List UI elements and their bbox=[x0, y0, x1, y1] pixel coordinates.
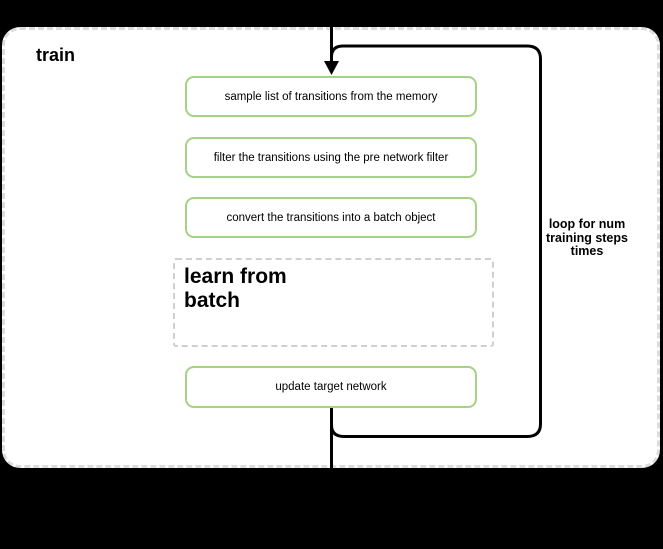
activity-box-filter-transitions: filter the transitions using the pre net… bbox=[185, 137, 477, 178]
partition-title: train bbox=[36, 45, 76, 65]
activity-box-sample-transitions: sample list of transitions from the memo… bbox=[185, 76, 477, 117]
learn-from-batch-group: learn from batch bbox=[173, 258, 494, 347]
activity-box-update-target-network: update target network bbox=[185, 366, 477, 408]
activity-box-convert-batch: convert the transitions into a batch obj… bbox=[185, 197, 477, 238]
activity-box-label: filter the transitions using the pre net… bbox=[213, 151, 449, 164]
activity-box-label: update target network bbox=[275, 381, 387, 393]
loop-annotation: loop for num training steps times bbox=[546, 217, 628, 258]
activity-box-label: sample list of transitions from the memo… bbox=[224, 90, 438, 103]
activity-box-label: convert the transitions into a batch obj… bbox=[226, 211, 436, 224]
